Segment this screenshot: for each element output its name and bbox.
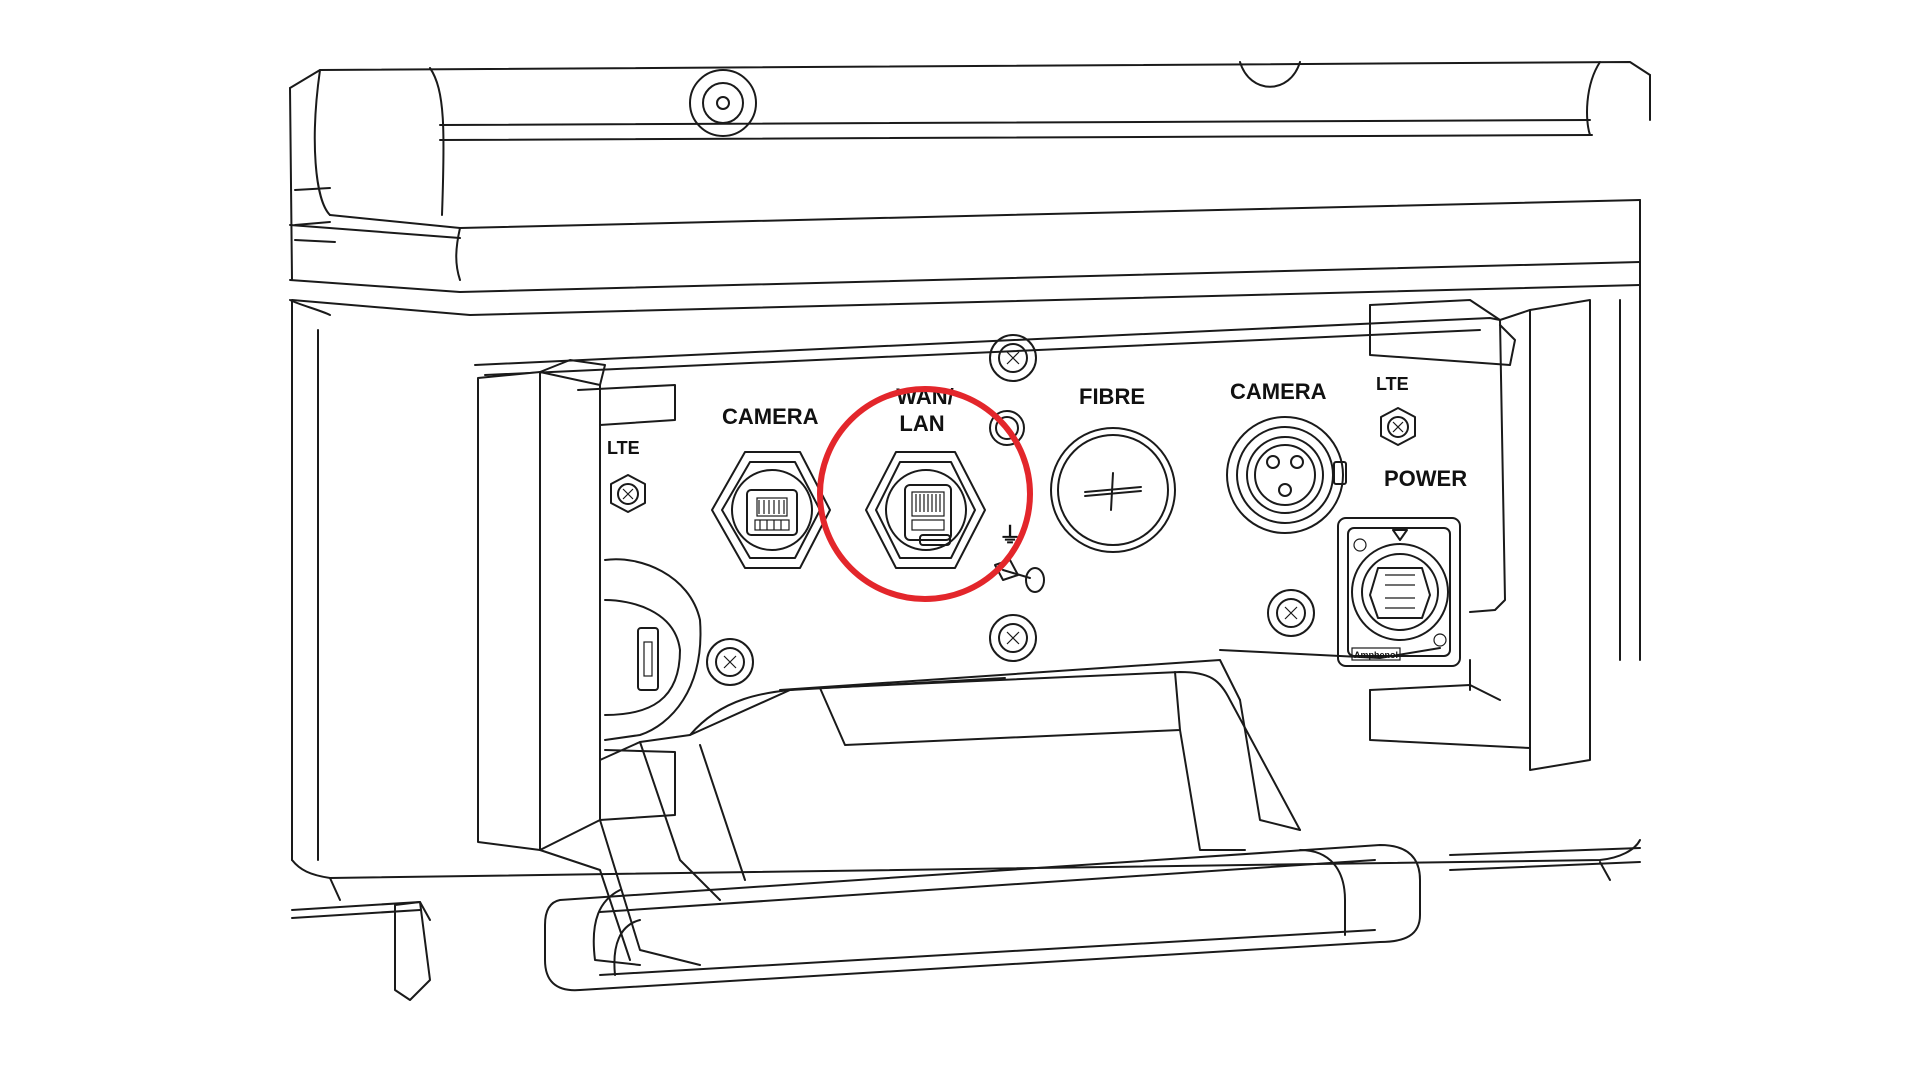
lte-right-connector <box>1380 407 1416 446</box>
panel-screw-left <box>706 638 754 686</box>
lte-left-label: LTE <box>607 438 640 458</box>
camera-left-label: CAMERA <box>722 404 819 429</box>
fibre-blanking-plug <box>1050 427 1176 553</box>
connector-panel <box>474 299 1591 851</box>
panel-screw-bottom <box>989 614 1037 662</box>
lte-left-connector <box>610 474 646 513</box>
lte-right-label: LTE <box>1376 374 1409 394</box>
camera-left-connector <box>711 451 831 569</box>
wan-lan-label-line2: LAN <box>899 411 944 436</box>
right-bracket <box>1369 299 1591 771</box>
lid-screw-right <box>1239 61 1301 88</box>
panel-screw-top <box>989 334 1037 382</box>
led-indicator <box>989 410 1025 446</box>
carry-handle <box>394 659 1421 1001</box>
left-bracket <box>477 359 676 851</box>
power-brand-mark: Amphenol <box>1354 650 1398 660</box>
power-label: POWER <box>1384 466 1467 491</box>
wan-lan-rj45-connector <box>865 451 986 569</box>
enclosure-lid <box>289 61 1651 316</box>
power-connector: Amphenol <box>1337 517 1461 667</box>
panel-screw-right <box>1267 589 1315 637</box>
camera-right-connector <box>1226 416 1347 534</box>
left-cable-gland <box>604 558 702 741</box>
highlight-circle <box>817 386 1033 602</box>
lid-screw-left <box>689 69 757 137</box>
fibre-label: FIBRE <box>1079 384 1145 409</box>
enclosure-body <box>291 284 1641 921</box>
camera-right-label: CAMERA <box>1230 379 1327 404</box>
